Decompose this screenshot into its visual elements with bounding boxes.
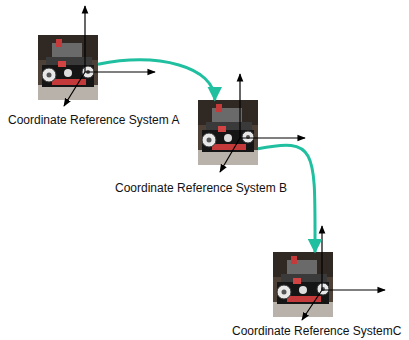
robot-frame: Coordinate Reference SystemC: [273, 252, 333, 318]
robot-frame: Coordinate Reference System B: [198, 100, 258, 165]
flow-arrow: [98, 60, 215, 100]
robot-frame: Coordinate Reference System A: [38, 35, 98, 100]
axes: [64, 6, 385, 320]
frame-caption: Coordinate Reference SystemC: [232, 324, 401, 338]
frame-caption: Coordinate Reference System A: [8, 113, 179, 127]
robot-photo: [273, 252, 333, 317]
flow-arrow: [258, 145, 315, 252]
frame-caption: Coordinate Reference System B: [115, 181, 287, 195]
robot-photo: [198, 100, 258, 165]
robot-photo: [38, 35, 98, 100]
